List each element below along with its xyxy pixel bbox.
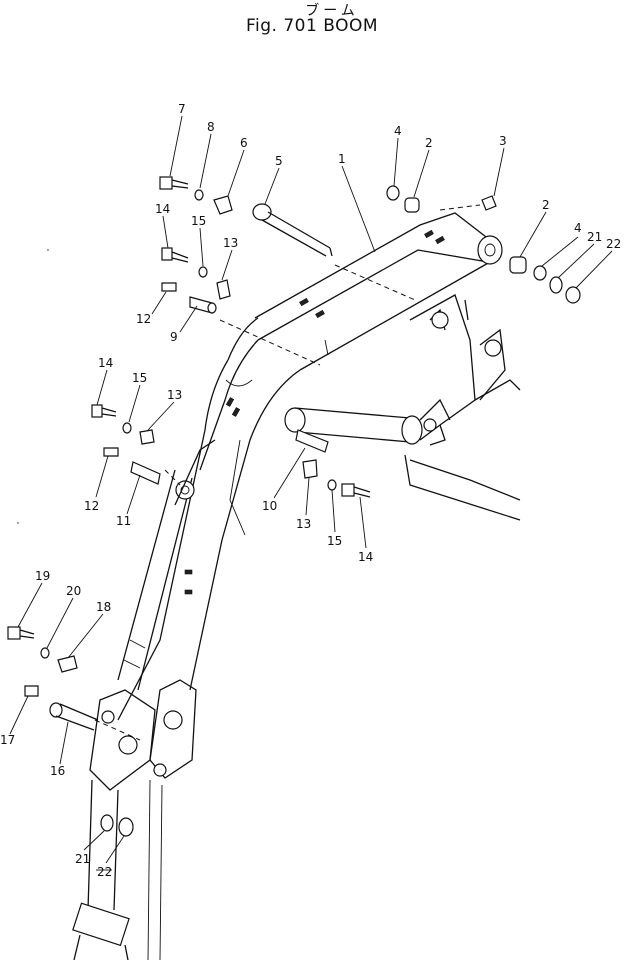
callout-18: 18 [96, 600, 111, 614]
callout-17: 17 [0, 733, 15, 747]
callout-7: 7 [178, 102, 186, 116]
callout-9: 9 [170, 330, 178, 344]
callout-21-lower: 21 [75, 852, 90, 866]
callout-16: 16 [50, 764, 65, 778]
callout-1: 1 [338, 152, 346, 166]
leader-lines [9, 115, 613, 864]
callout-14-right: 14 [358, 550, 373, 564]
boom-structure [72, 212, 521, 960]
callout-15-right: 15 [327, 534, 342, 548]
callout-12-mid: 12 [84, 499, 99, 513]
callout-labels: 7 8 6 5 1 4 2 3 14 15 13 12 9 2 4 21 22 … [0, 102, 621, 879]
callout-21-right: 21 [587, 230, 602, 244]
callout-22-lower: 22 [97, 865, 112, 879]
exploded-parts [7, 176, 581, 837]
callout-14-mid: 14 [98, 356, 113, 370]
figure-title: Fig. 701 BOOM [245, 16, 378, 36]
callout-19: 19 [35, 569, 50, 583]
callout-8: 8 [207, 120, 215, 134]
alignment-lines [94, 204, 481, 741]
callout-2-upper: 2 [425, 136, 433, 150]
callout-6: 6 [240, 136, 248, 150]
callout-20: 20 [66, 584, 81, 598]
callout-10: 10 [262, 499, 277, 513]
figure-title-japanese: ブーム [305, 3, 359, 19]
callout-22-right: 22 [606, 237, 621, 251]
callout-4-right: 4 [574, 221, 582, 235]
callout-13-mid: 13 [167, 388, 182, 402]
callout-12-upper: 12 [136, 312, 151, 326]
callout-14-upper: 14 [155, 202, 170, 216]
callout-3: 3 [499, 134, 507, 148]
callout-11: 11 [116, 514, 131, 528]
callout-15-upper: 15 [191, 214, 206, 228]
callout-13-upper: 13 [223, 236, 238, 250]
callout-13-right: 13 [296, 517, 311, 531]
callout-4-upper: 4 [394, 124, 402, 138]
speck-mark [17, 522, 19, 524]
callout-15-mid: 15 [132, 371, 147, 385]
callout-5: 5 [275, 154, 283, 168]
callout-2-right: 2 [542, 198, 550, 212]
speck-mark [47, 249, 49, 251]
